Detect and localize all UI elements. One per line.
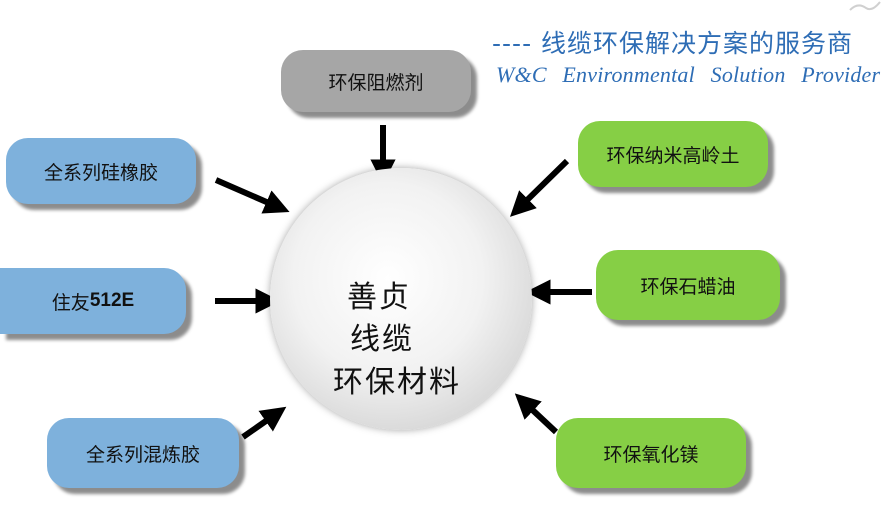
corner-decoration-icon (849, 1, 881, 11)
center-circle (270, 168, 532, 430)
tagline-chinese: ---- 线缆环保解决方案的服务商 (492, 29, 854, 58)
node-magnesium-oxide-label: 环保氧化镁 (603, 443, 699, 466)
tagline-english: W&C Environmental Solution Provider (496, 62, 881, 87)
node-nano-kaolin: 环保纳米高岭土 (578, 121, 768, 187)
node-flame-retardant: 环保阻燃剂 (281, 50, 471, 112)
center-label-line1: 善贞 (347, 280, 411, 315)
arrow-right-bottom (514, 393, 559, 435)
center-label-line3: 环保材料 (333, 365, 461, 400)
node-silicone-rubber-label: 全系列硅橡胶 (43, 161, 158, 184)
center-label-line2: 线缆 (350, 322, 414, 357)
node-nano-kaolin-label: 环保纳米高岭土 (606, 144, 740, 167)
node-compound-rubber: 全系列混炼胶 (47, 418, 239, 488)
node-silicone-rubber: 全系列硅橡胶 (6, 138, 196, 204)
node-magnesium-oxide: 环保氧化镁 (556, 418, 746, 488)
node-sumitomo-label: 住友 (51, 291, 90, 314)
arrow-right-top (509, 158, 570, 217)
node-sumitomo-code: 512E (89, 290, 135, 311)
arrow-left-bottom (241, 406, 287, 440)
node-paraffin-oil-label: 环保石蜡油 (640, 275, 736, 298)
node-paraffin-oil: 环保石蜡油 (596, 250, 780, 320)
node-flame-retardant-label: 环保阻燃剂 (328, 71, 424, 94)
node-compound-rubber-label: 全系列混炼胶 (85, 443, 200, 466)
arrow-left-top (214, 177, 290, 214)
